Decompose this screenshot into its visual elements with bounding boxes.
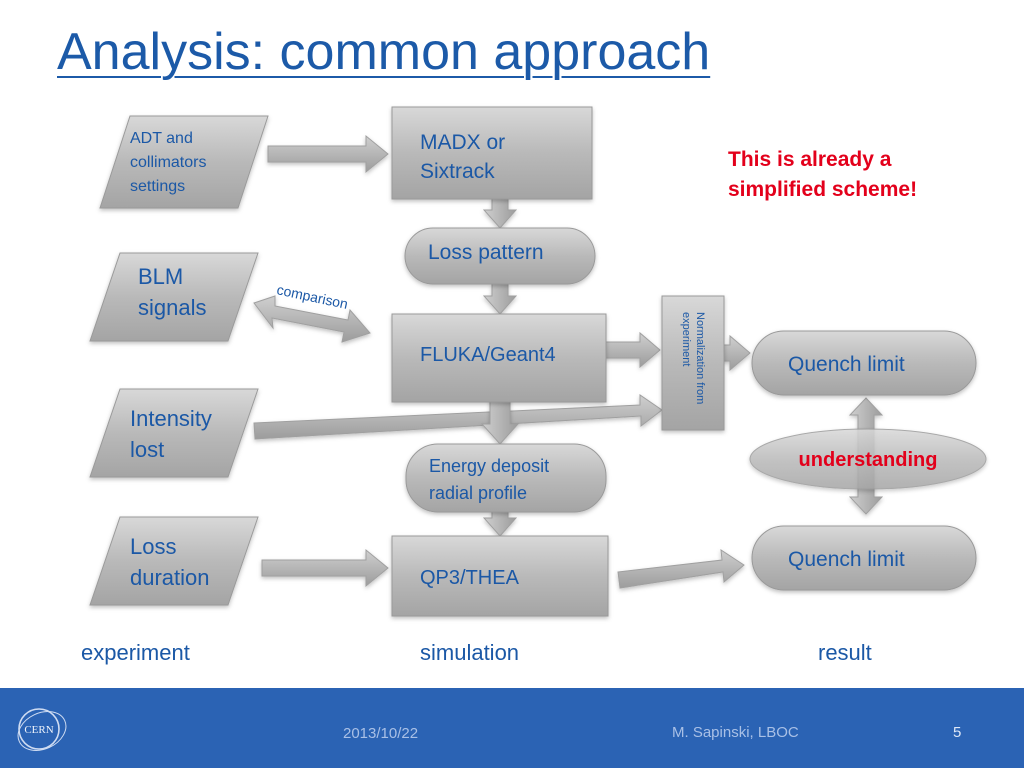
box-energy-deposit: Energy deposit radial profile xyxy=(405,443,607,513)
arrow-adt-to-madx xyxy=(267,134,389,174)
quench-top-label: Quench limit xyxy=(788,353,905,376)
input-intensity-lost: Intensity lost xyxy=(89,388,259,478)
note-line2: simplified scheme! xyxy=(728,178,918,201)
footer-page-number: 5 xyxy=(953,724,962,741)
simplified-scheme-note: This is already a simplified scheme! xyxy=(728,145,998,205)
intensity-line2: lost xyxy=(130,437,164,462)
loss-pattern-label: Loss pattern xyxy=(428,241,544,264)
input-blm-signals: BLM signals xyxy=(89,252,259,342)
slide-title: Analysis: common approach xyxy=(57,23,711,81)
box-fluka-geant4: FLUKA/Geant4 xyxy=(391,313,607,403)
madx-line2: Sixtrack xyxy=(420,160,495,183)
column-label-result: result xyxy=(818,640,872,665)
adt-line3: settings xyxy=(130,178,185,195)
box-normalization: Normalization from experiment xyxy=(661,295,725,431)
arrow-qp3-to-quench xyxy=(617,549,745,589)
arrow-madx-to-losspattern xyxy=(482,197,518,229)
intensity-line1: Intensity xyxy=(130,406,212,431)
double-arrow-comparison xyxy=(253,295,371,343)
note-line1: This is already a xyxy=(728,148,892,171)
loss-line2: duration xyxy=(130,565,210,590)
footer-date: 2013/10/22 xyxy=(343,725,419,742)
qp3-label: QP3/THEA xyxy=(420,567,520,589)
energy-line2: radial profile xyxy=(429,483,527,503)
blm-line2: signals xyxy=(138,295,206,320)
normalization-line1: Normalization from xyxy=(694,312,706,404)
energy-line1: Energy deposit xyxy=(429,456,549,476)
blm-line1: BLM xyxy=(138,264,183,289)
footer-author: M. Sapinski, LBOC xyxy=(672,724,799,741)
column-label-experiment: experiment xyxy=(81,640,190,665)
flow-diagram: ADT and collimators settings BLM signals… xyxy=(89,106,987,617)
box-madx-sixtrack: MADX or Sixtrack xyxy=(391,106,593,200)
column-label-simulation: simulation xyxy=(420,640,520,665)
arrow-losspattern-to-fluka xyxy=(482,283,518,315)
quench-bottom-label: Quench limit xyxy=(788,548,905,571)
comparison-label: comparison xyxy=(275,281,349,312)
fluka-label: FLUKA/Geant4 xyxy=(420,344,556,366)
arrow-fluka-to-normalization xyxy=(603,331,661,369)
adt-line1: ADT and xyxy=(130,130,193,147)
loss-line1: Loss xyxy=(130,534,176,559)
adt-line2: collimators xyxy=(130,154,206,171)
cern-logo-icon: CERN xyxy=(17,708,67,751)
understanding-label: understanding xyxy=(799,449,938,471)
normalization-line2: experiment xyxy=(680,312,692,366)
madx-line1: MADX or xyxy=(420,131,505,154)
result-quench-limit-top: Quench limit xyxy=(751,330,977,396)
arrow-loss-to-qp3 xyxy=(261,548,389,588)
box-loss-pattern: Loss pattern xyxy=(404,227,596,285)
footer-bar: CERN 2013/10/22 M. Sapinski, LBOC 5 xyxy=(0,688,1024,768)
input-loss-duration: Loss duration xyxy=(89,516,259,606)
result-understanding: understanding xyxy=(749,428,987,490)
arrow-intensity-to-normalization xyxy=(253,394,663,440)
result-quench-limit-bottom: Quench limit xyxy=(751,525,977,591)
arrow-normalization-to-quench xyxy=(721,334,751,372)
input-adt-settings: ADT and collimators settings xyxy=(99,115,269,209)
box-qp3-thea: QP3/THEA xyxy=(391,535,609,617)
cern-logo-text: CERN xyxy=(24,724,53,736)
